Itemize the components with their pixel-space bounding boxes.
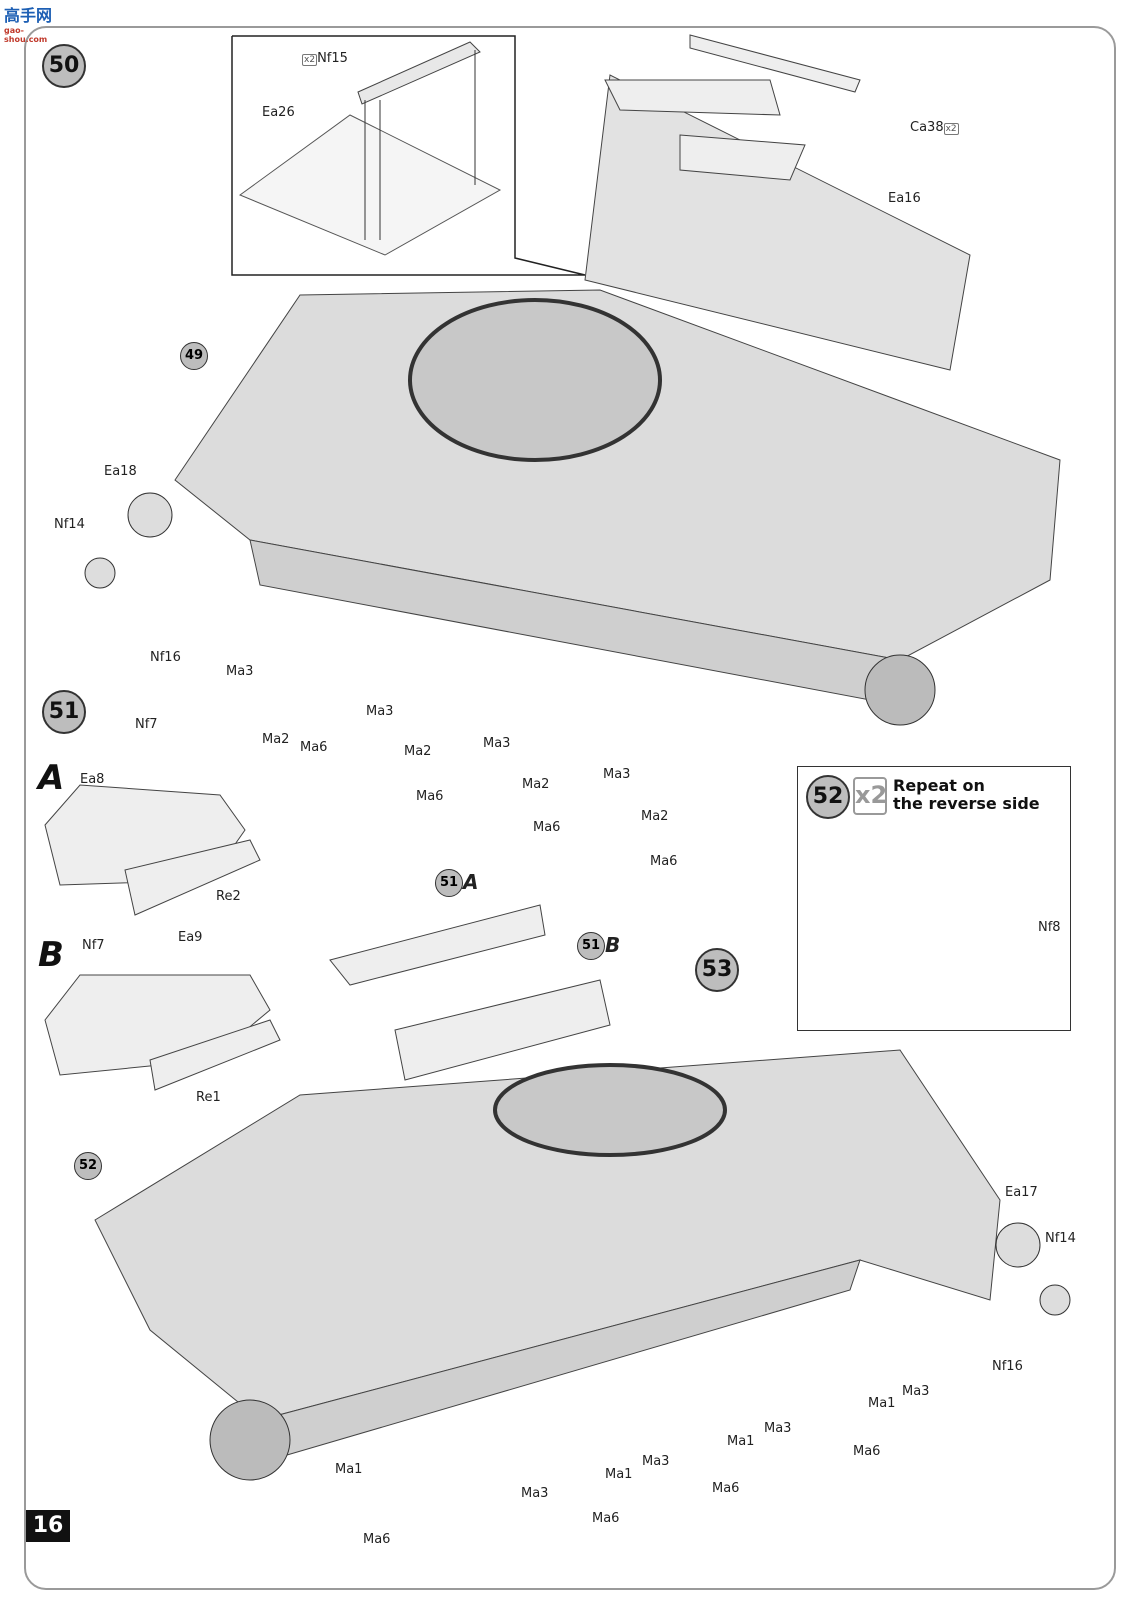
label-part: Ma6 <box>533 820 561 835</box>
label-part: Ma1 <box>727 1434 755 1449</box>
page-number: 16 <box>26 1510 70 1542</box>
reference-step-51b: 51 <box>577 932 605 960</box>
ref-b-mark: B <box>605 933 621 957</box>
label-part: Ma2 <box>262 732 290 747</box>
label-nf7-b: Nf7 <box>82 938 105 953</box>
label-part: Ma6 <box>712 1481 740 1496</box>
reference-step-51a: 51 <box>435 869 463 897</box>
label-part: Ma3 <box>642 1454 670 1469</box>
label-part: Ma6 <box>416 789 444 804</box>
ref-a-mark: A <box>463 870 479 894</box>
label-part: Ma3 <box>521 1486 549 1501</box>
label-part: Ma6 <box>300 740 328 755</box>
reference-step-49: 49 <box>180 342 208 370</box>
label-part: Ma2 <box>522 777 550 792</box>
label-nf16: Nf16 <box>992 1359 1023 1374</box>
label-part: Ma1 <box>605 1467 633 1482</box>
label-part: Ma3 <box>764 1421 792 1436</box>
label-nf7-a: Nf7 <box>135 717 158 732</box>
page-frame <box>24 26 1116 1590</box>
hull-step-50 <box>84 34 1061 726</box>
label-part: Ma6 <box>853 1444 881 1459</box>
step-number-50: 50 <box>42 44 86 88</box>
label-part: Ma3 <box>902 1384 930 1399</box>
label-nf14: Nf14 <box>54 517 85 532</box>
variant-a-mark: A <box>38 758 65 798</box>
step-number-52: 52 <box>806 775 850 819</box>
label-re1: Re1 <box>196 1090 221 1105</box>
label-ea16: Ea16 <box>888 191 921 206</box>
watermark-logo: 高手网 gao-shou.com <box>4 2 64 44</box>
logo-text: 高手网 <box>4 6 53 25</box>
label-part: Ma6 <box>592 1511 620 1526</box>
label-part: Ma3 <box>366 704 394 719</box>
label-nf16: Nf16 <box>150 650 181 665</box>
label-part: Ma3 <box>226 664 254 679</box>
label-ea18: Ea18 <box>104 464 137 479</box>
label-ea8: Ea8 <box>80 772 105 787</box>
logo-url: gao-shou.com <box>4 26 48 44</box>
label-ea9: Ea9 <box>178 930 203 945</box>
inset-detail-50 <box>231 35 586 276</box>
label-part: Ma3 <box>483 736 511 751</box>
label-part: Ma3 <box>603 767 631 782</box>
step-number-51: 51 <box>42 690 86 734</box>
step-number-53: 53 <box>695 948 739 992</box>
label-re2: Re2 <box>216 889 241 904</box>
label-part: Ma2 <box>404 744 432 759</box>
engine-deck-parts-51 <box>44 784 281 1091</box>
label-part: Ma6 <box>363 1532 391 1547</box>
label-part: Ma1 <box>335 1462 363 1477</box>
multiplier-badge: x2 <box>853 777 887 815</box>
label-part: Ma1 <box>868 1396 896 1411</box>
label-ea17: Ea17 <box>1005 1185 1038 1200</box>
label-ea26: Ea26 <box>262 105 295 120</box>
label-part: Ma6 <box>650 854 678 869</box>
variant-b-mark: B <box>38 935 64 975</box>
label-part: Ma2 <box>641 809 669 824</box>
label-nf14: Nf14 <box>1045 1231 1076 1246</box>
reference-step-52: 52 <box>74 1152 102 1180</box>
label-nf8: Nf8 <box>1038 920 1061 935</box>
hull-step-53 <box>94 904 1071 1481</box>
